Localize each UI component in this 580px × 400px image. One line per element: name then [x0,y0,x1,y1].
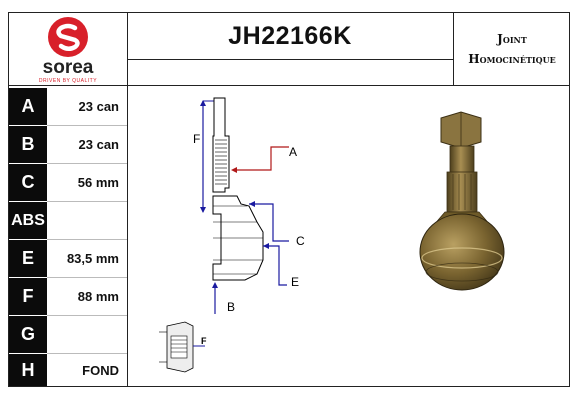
row-divider [47,353,127,354]
divider [127,59,453,60]
spec-row-a: A 23 can [9,88,127,125]
divider [127,13,128,386]
spec-row-g: G [9,316,127,353]
spec-key: C [9,164,47,201]
label-e: E [291,275,299,289]
spec-key: F [9,278,47,315]
spec-row-b: B 23 can [9,126,127,163]
spec-key: B [9,126,47,163]
spec-key: G [9,316,47,353]
product-photo [407,108,519,298]
part-type-line1: Joint [497,32,527,46]
row-divider [47,315,127,316]
spec-key: H [9,354,47,386]
label-b: B [227,300,235,314]
spec-value: 88 mm [77,289,119,304]
row-divider [47,125,127,126]
leader-a [233,146,289,171]
thread-detail: F [159,321,207,373]
part-type-line2: Homocinétique [468,52,556,66]
part-number: JH22166K [228,21,352,50]
svg-text:DRIVEN BY QUALITY: DRIVEN BY QUALITY [39,78,97,84]
label-f: F [193,132,200,146]
spline-hatch [215,139,227,185]
divider [453,13,454,85]
spec-key: A [9,88,47,125]
shaft-outline [212,97,230,193]
spec-key: E [9,240,47,277]
brand-logo: sorea DRIVEN BY QUALITY [9,13,127,85]
divider [9,85,569,86]
leader-e [263,245,287,286]
spec-value: 56 mm [77,175,119,190]
spec-value: 23 can [78,137,119,152]
row-divider [47,201,127,202]
bell-housing [419,213,505,291]
spec-row-e: E 83,5 mm [9,240,127,277]
leader-c [249,203,289,242]
label-c: C [296,234,305,248]
spec-row-abs: ABS [9,202,127,239]
spec-row-c: C 56 mm [9,164,127,201]
technical-diagram: F A C [129,88,329,384]
spec-value: 83,5 mm [66,251,119,266]
product-sheet: sorea DRIVEN BY QUALITY JH22166K Joint H… [8,12,570,387]
spline-shaft [446,171,478,213]
svg-text:sorea: sorea [43,57,94,78]
label-a: A [289,145,297,159]
spec-value [47,202,125,239]
spec-value: 23 can [78,99,119,114]
spec-key: ABS [9,202,47,239]
part-type: Joint Homocinétique [453,13,571,85]
spec-row-h: H FOND [9,354,127,386]
row-divider [47,239,127,240]
spec-value: FOND [82,362,119,378]
spec-value [47,316,125,353]
label-f-small: F [201,336,207,346]
spec-row-f: F 88 mm [9,278,127,315]
row-divider [47,163,127,164]
row-divider [47,277,127,278]
